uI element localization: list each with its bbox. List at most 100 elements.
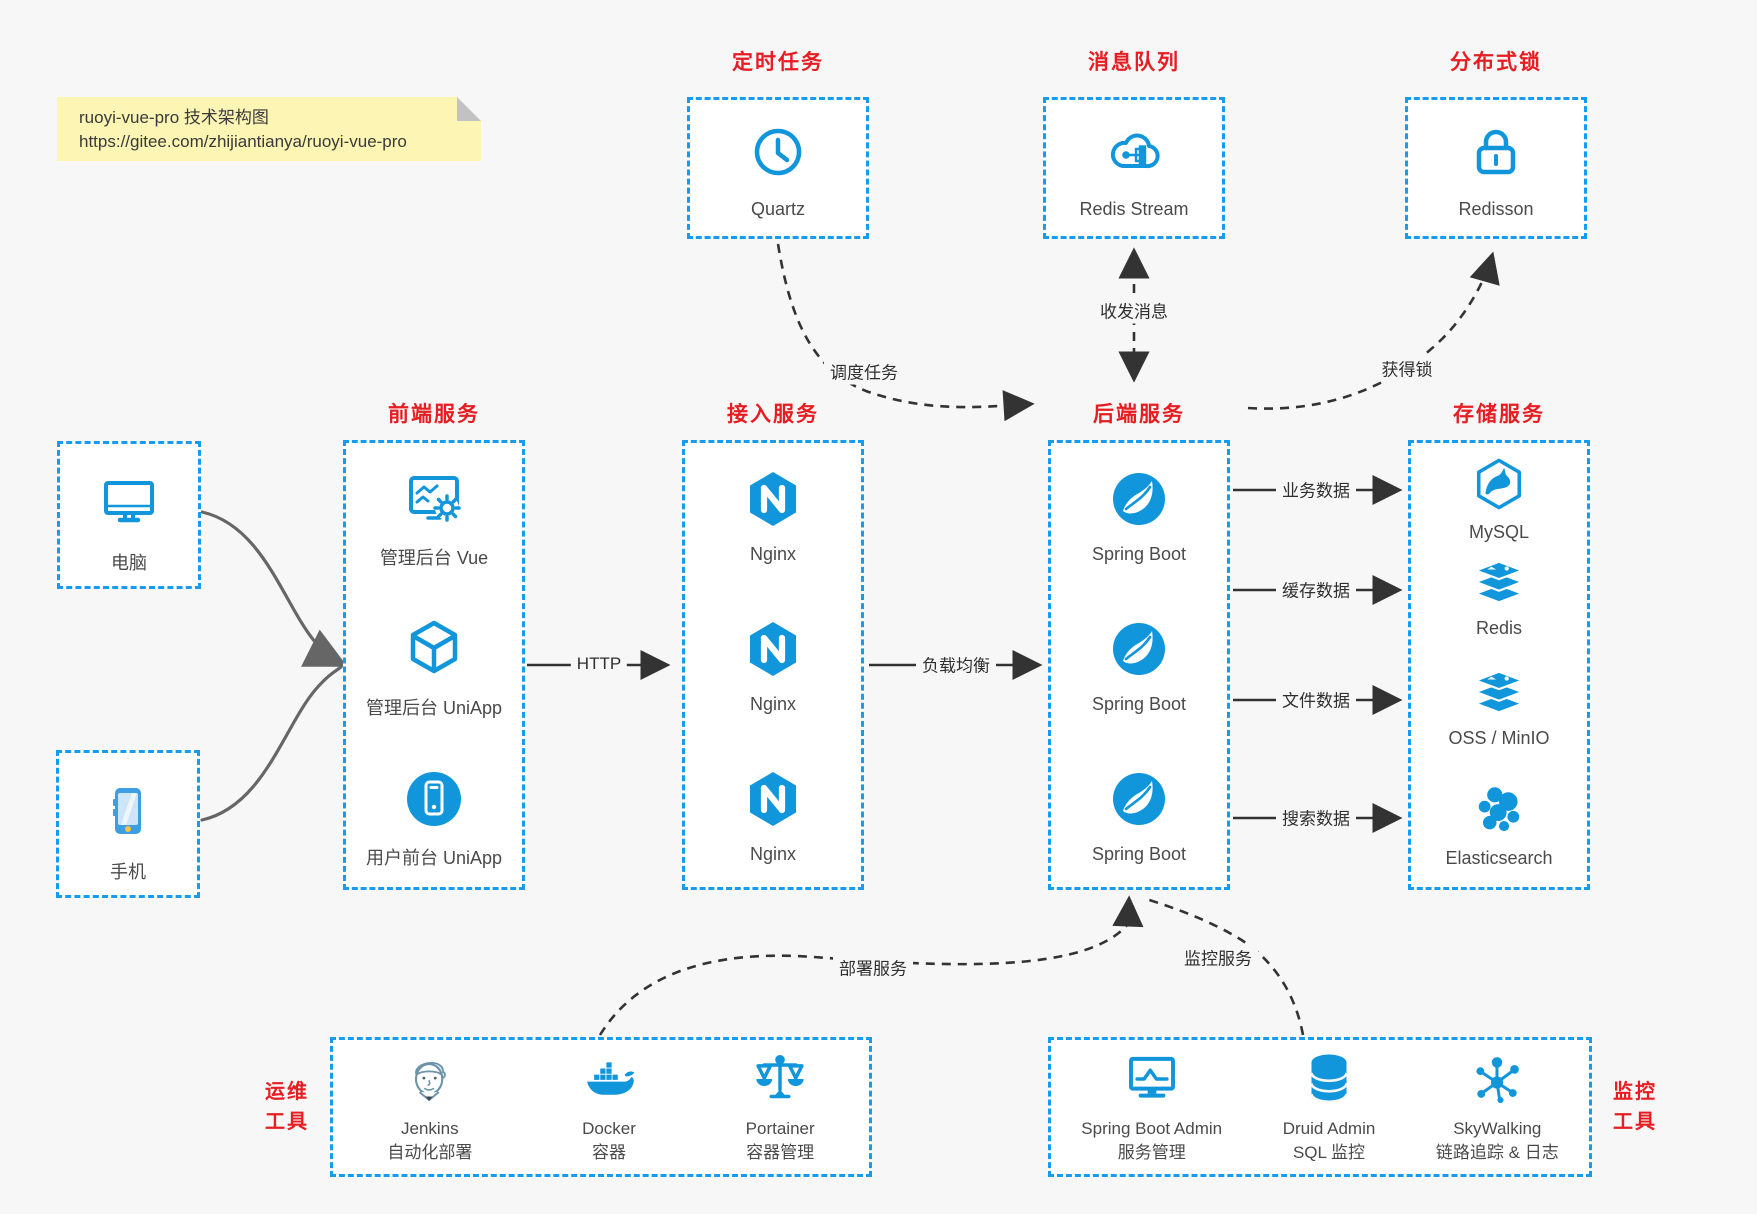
node-desc: 容器管理 bbox=[746, 1143, 815, 1162]
node-admin-vue: 管理后台 Vue bbox=[346, 467, 522, 570]
node-name: SkyWalking bbox=[1453, 1119, 1542, 1138]
note-title: ruoyi-vue-pro 技术架构图 bbox=[79, 108, 269, 127]
node-nginx-1: Nginx bbox=[685, 467, 861, 565]
spring-icon bbox=[1107, 467, 1171, 536]
node-elasticsearch: Elasticsearch bbox=[1411, 783, 1587, 869]
node-label: Nginx bbox=[749, 694, 797, 714]
spring-icon bbox=[1107, 767, 1171, 836]
lock-icon bbox=[1464, 120, 1528, 189]
edge-lock bbox=[1247, 251, 1500, 410]
node-springboot-1: Spring Boot bbox=[1051, 467, 1227, 565]
side-title-monitor-tools: 监控 工具 bbox=[1600, 1077, 1670, 1137]
column-title-storage: 存储服务 bbox=[1453, 403, 1545, 426]
edge-label-biz-data: 业务数据 bbox=[1276, 475, 1356, 503]
node-label: 用户前台 UniApp bbox=[365, 848, 503, 868]
column-title-gateway: 接入服务 bbox=[727, 403, 819, 426]
node-label: Spring Boot bbox=[1091, 544, 1187, 564]
nginx-icon bbox=[741, 767, 805, 836]
column-title-backend: 后端服务 bbox=[1093, 403, 1185, 426]
group-title-message-queue: 消息队列 bbox=[1088, 51, 1180, 74]
storage-stack-icon bbox=[1472, 669, 1526, 722]
node-label: Nginx bbox=[749, 844, 797, 864]
column-box-gateway: Nginx Nginx Nginx bbox=[682, 440, 864, 890]
storage-stack-icon bbox=[1472, 559, 1526, 612]
node-desc: 链路追踪 & 日志 bbox=[1435, 1143, 1559, 1162]
node-label: Redis Stream bbox=[1079, 199, 1189, 219]
edge-label-lock: 获得锁 bbox=[1375, 354, 1439, 382]
side-title-line: 工具 bbox=[1613, 1111, 1657, 1133]
desktop-icon bbox=[97, 470, 161, 539]
edge-pc-to-frontend bbox=[200, 510, 348, 667]
node-name: Portainer bbox=[745, 1119, 815, 1138]
cloud-stream-icon bbox=[1102, 120, 1166, 189]
edge-label-schedule: 调度任务 bbox=[824, 357, 904, 385]
scales-icon bbox=[752, 1051, 808, 1112]
node-desc: 容器 bbox=[591, 1143, 626, 1162]
edge-phone-to-frontend bbox=[200, 665, 343, 822]
network-hub-icon bbox=[1469, 1051, 1525, 1112]
database-icon bbox=[1301, 1051, 1357, 1112]
smartphone-icon bbox=[96, 779, 160, 848]
node-label: SkyWalking 链路追踪 & 日志 bbox=[1436, 1117, 1559, 1165]
docker-whale-icon bbox=[581, 1051, 637, 1112]
device-box-phone: 手机 bbox=[56, 750, 200, 898]
node-nginx-2: Nginx bbox=[685, 617, 861, 715]
column-box-storage: MySQL Redis bbox=[1408, 440, 1590, 890]
column-box-frontend: 管理后台 Vue 管理后台 UniApp 用户前台 UniApp bbox=[343, 440, 525, 890]
monitor-chart-icon bbox=[1124, 1051, 1180, 1112]
device-box-pc: 电脑 bbox=[57, 441, 201, 589]
node-label: Redis bbox=[1475, 618, 1523, 638]
edge-label-monitor: 监控服务 bbox=[1178, 943, 1258, 971]
note-fold-corner bbox=[457, 97, 481, 121]
group-box-redis-stream: Redis Stream bbox=[1043, 97, 1225, 239]
nginx-icon bbox=[741, 617, 805, 686]
node-label: Redisson bbox=[1458, 199, 1534, 219]
node-label: 管理后台 Vue bbox=[379, 548, 489, 568]
node-label: Spring Boot bbox=[1091, 844, 1187, 864]
side-title-line: 工具 bbox=[265, 1111, 309, 1133]
node-redis-stream: Redis Stream bbox=[1046, 120, 1222, 220]
cube-icon bbox=[402, 617, 466, 686]
clock-icon bbox=[746, 120, 810, 189]
node-label: Quartz bbox=[750, 199, 806, 219]
side-title-line: 运维 bbox=[265, 1081, 309, 1103]
node-pc: 电脑 bbox=[60, 470, 198, 575]
node-name: Spring Boot Admin bbox=[1081, 1119, 1223, 1138]
group-box-quartz: Quartz bbox=[687, 97, 869, 239]
node-quartz: Quartz bbox=[690, 120, 866, 220]
device-label: 电脑 bbox=[111, 553, 147, 573]
node-springboot-2: Spring Boot bbox=[1051, 617, 1227, 715]
note-url: https://gitee.com/zhijiantianya/ruoyi-vu… bbox=[79, 132, 407, 151]
nginx-icon bbox=[741, 467, 805, 536]
edge-label-message: 收发消息 bbox=[1094, 296, 1174, 324]
spring-icon bbox=[1107, 617, 1171, 686]
node-spring-boot-admin: Spring Boot Admin 服务管理 bbox=[1081, 1040, 1222, 1174]
node-desc: 服务管理 bbox=[1117, 1143, 1186, 1162]
node-label: OSS / MinIO bbox=[1448, 728, 1550, 748]
node-desc: 自动化部署 bbox=[387, 1143, 473, 1162]
node-label: 管理后台 UniApp bbox=[365, 698, 503, 718]
node-label: Nginx bbox=[749, 544, 797, 564]
group-box-redisson: Redisson bbox=[1405, 97, 1587, 239]
sticky-note: ruoyi-vue-pro 技术架构图 https://gitee.com/zh… bbox=[57, 97, 481, 161]
node-label: Spring Boot bbox=[1091, 694, 1187, 714]
jenkins-icon bbox=[402, 1051, 458, 1112]
edge-schedule bbox=[776, 243, 1035, 422]
edge-label-deploy: 部署服务 bbox=[833, 953, 913, 981]
group-title-scheduled-tasks: 定时任务 bbox=[732, 51, 824, 74]
device-label: 手机 bbox=[110, 862, 146, 882]
node-label: Spring Boot Admin 服务管理 bbox=[1081, 1117, 1222, 1165]
edge-label-cache-data: 缓存数据 bbox=[1276, 575, 1356, 603]
edge-label-http: HTTP bbox=[570, 653, 628, 675]
node-desc: SQL 监控 bbox=[1292, 1143, 1366, 1162]
node-nginx-3: Nginx bbox=[685, 767, 861, 865]
column-title-frontend: 前端服务 bbox=[388, 403, 480, 426]
group-title-distributed-lock: 分布式锁 bbox=[1450, 51, 1542, 74]
